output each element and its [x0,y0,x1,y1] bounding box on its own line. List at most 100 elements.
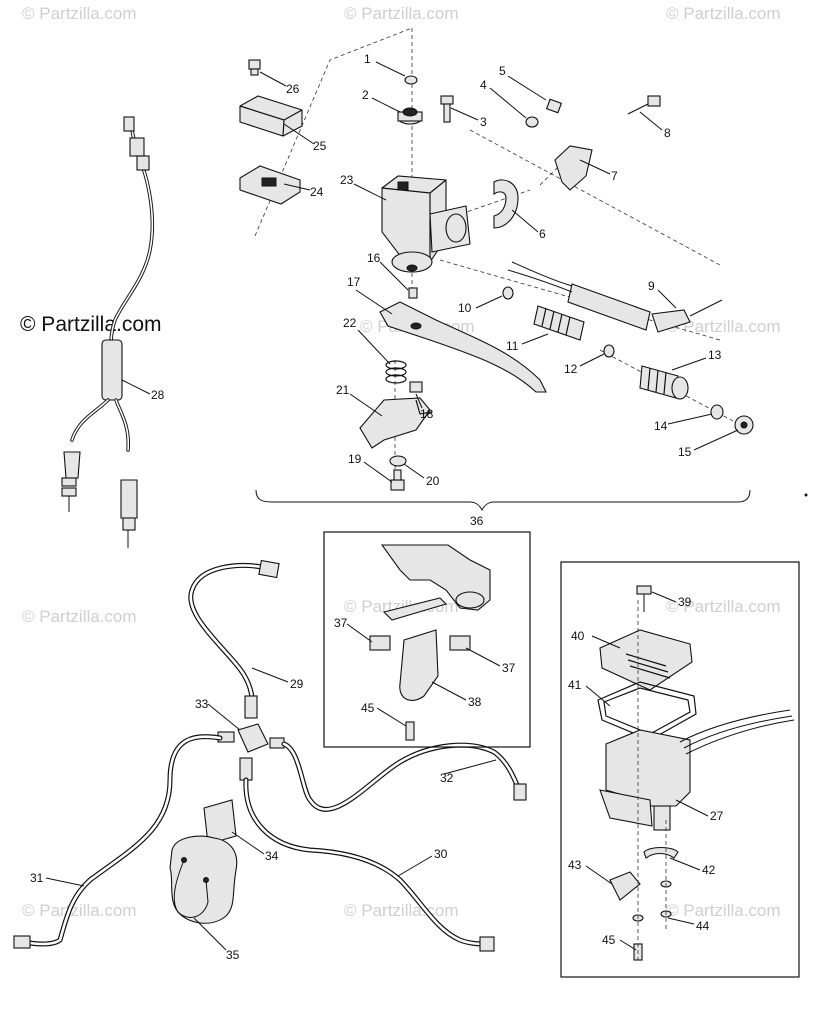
return-spring [385,360,407,384]
gasket [597,681,697,741]
washer [389,455,407,467]
callout-4: 4 [480,78,487,92]
callout-24: 24 [310,185,324,199]
washer [710,404,724,420]
callout-33: 33 [195,697,209,711]
callout-25: 25 [313,139,327,153]
callout-32: 32 [440,771,454,785]
explode-line [469,129,721,266]
callout-19: 19 [348,452,362,466]
brake-tee [237,723,269,753]
callout-2: 2 [362,88,369,102]
callout-3: 3 [480,115,487,129]
callout-22: 22 [343,316,357,330]
bleeder-screw [440,95,454,123]
micro-switch [449,635,471,651]
callout-42: 42 [702,863,716,877]
callout-40: 40 [571,629,585,643]
master-cylinder-assembly [239,27,808,512]
washer [404,75,418,85]
callout-20: 20 [426,474,440,488]
brake-hose-assembly [13,559,527,952]
handlebar-clamp [493,179,519,229]
callout-43: 43 [568,858,582,872]
callout-28: 28 [151,388,165,402]
detail-frame [323,531,531,748]
callout-21: 21 [336,383,350,397]
callout-45b: 45 [602,933,616,947]
brake-lever [379,301,547,393]
callout-5: 5 [499,64,506,78]
callout-31: 31 [30,871,44,885]
cable-adjuster [639,365,689,400]
hex-nut [545,98,563,114]
washer [502,286,514,300]
watermark-text: © Partzilla.com [666,901,781,920]
assembly-bracket [255,489,751,512]
watermark-text: © Partzilla.com [666,597,781,616]
callout-18: 18 [420,407,434,421]
washer [525,116,539,128]
switch-bracket [554,145,593,191]
detail-box-master-cylinder [560,561,800,978]
callout-36: 36 [470,514,484,528]
junction-sleeve [101,339,123,401]
callout-41: 41 [568,678,582,692]
callout-7: 7 [611,169,618,183]
grip-spring [533,305,585,341]
callout-9: 9 [648,279,655,293]
callout-16: 16 [367,251,381,265]
callout-30: 30 [434,847,448,861]
brake-switch [609,871,641,901]
callout-26: 26 [286,82,300,96]
callout-27: 27 [710,809,724,823]
callout-34: 34 [265,849,279,863]
callout-12: 12 [564,362,578,376]
clamp-screw [627,95,661,115]
callout-labels: 1 2 3 4 5 6 7 8 9 10 11 12 13 14 15 16 1… [30,52,724,962]
retainer-clip [643,846,679,859]
callout-29: 29 [290,677,304,691]
watermark-text: © Partzilla.com [344,901,459,920]
callout-14: 14 [654,419,668,433]
callout-13: 13 [708,348,722,362]
partzilla-brand-text: © Partzilla.com [20,313,162,336]
callout-45: 45 [361,701,375,715]
watermark-text: © Partzilla.com [22,4,137,23]
reservoir-screw [248,59,261,76]
callout-17: 17 [347,275,361,289]
callout-37b: 37 [502,661,516,675]
master-cylinder-body [381,175,471,273]
callout-35: 35 [226,948,240,962]
callout-10: 10 [458,301,472,315]
watermark-text: © Partzilla.com [666,317,781,336]
callout-23: 23 [340,173,354,187]
callout-44: 44 [696,919,710,933]
detail-box-switch [323,531,531,748]
micro-switch [369,635,391,651]
parking-brake-bracket [359,397,431,449]
hex-nut [409,381,423,393]
washer [603,344,615,358]
pivot-bushing [408,287,418,299]
throttle-cable-assembly [61,116,155,548]
detail-frame [560,561,800,978]
brake-switch [507,261,723,333]
watermark-text: © Partzilla.com [22,607,137,626]
watermark-text: © Partzilla.com [22,901,137,920]
reservoir-cap [397,107,423,125]
screw [405,721,415,741]
callout-6: 6 [539,227,546,241]
callout-leaders [45,61,739,951]
callout-37: 37 [334,616,348,630]
hose-tag [203,799,237,845]
watermark-text: © Partzilla.com [666,4,781,23]
callout-39: 39 [678,595,692,609]
callout-15: 15 [678,445,692,459]
callout-38: 38 [468,695,482,709]
pivot-screw [390,469,405,491]
watermark-text: © Partzilla.com [344,4,459,23]
callout-1: 1 [364,52,371,66]
callout-11: 11 [506,339,519,353]
